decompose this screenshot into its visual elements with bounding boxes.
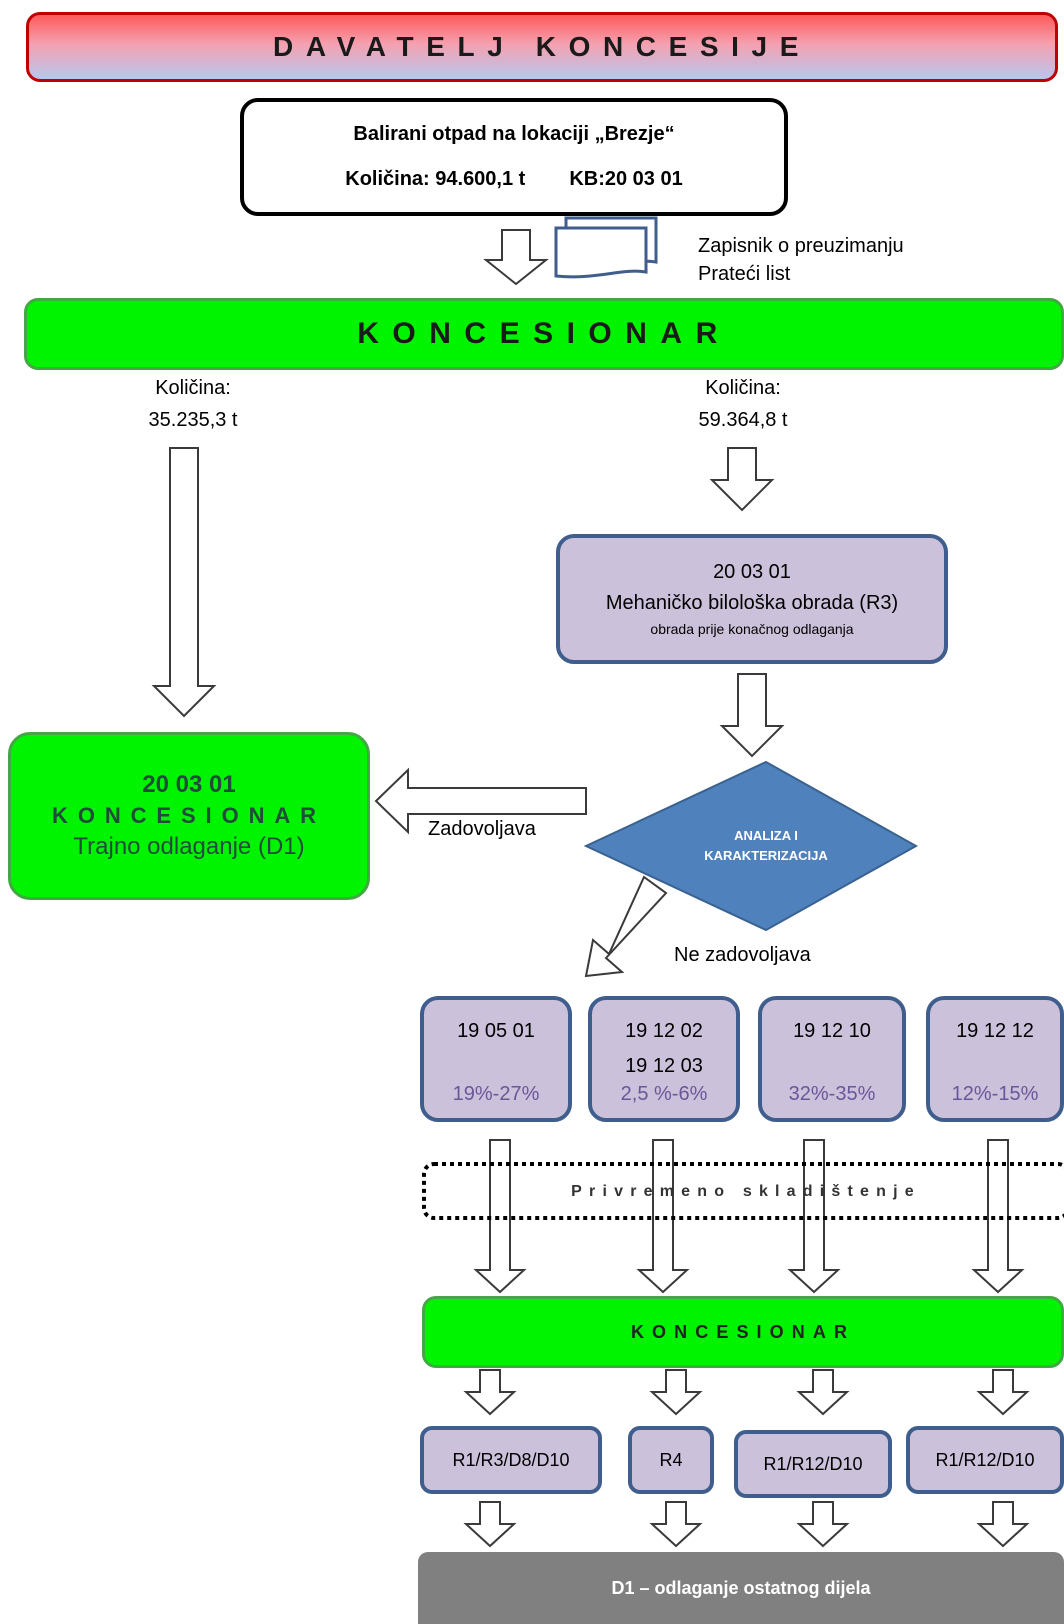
operation-label: R1/R12/D10: [763, 1453, 863, 1474]
source-waste-box: Balirani otpad na lokaciji „Brezje“ Koli…: [240, 98, 788, 216]
fraction-box-3: 19 12 10 32%-35%: [758, 996, 906, 1122]
operation-box-4: R1/R12/D10: [906, 1426, 1064, 1494]
fraction-code: 19 05 01: [457, 1020, 535, 1042]
mbt-code: 20 03 01: [713, 561, 791, 583]
document-icon: [554, 216, 658, 279]
concessionaire-bar-2: KONCESIONAR: [422, 1296, 1064, 1368]
fraction-share: 32%-35%: [788, 1083, 876, 1105]
source-waste-code: KB:20 03 01: [569, 168, 683, 190]
mbt-title: Mehaničko bilološka obrada (R3): [605, 592, 899, 614]
grantor-header: DAVATELJ KONCESIJE: [26, 12, 1058, 82]
fraction-code: 19 12 10: [793, 1020, 871, 1042]
down-arrow-fraction-3: [787, 1139, 841, 1294]
documents-label: Zapisnik o preuzimanju Prateći list: [698, 232, 904, 288]
down-arrow-source: [483, 229, 549, 286]
left-branch-value: 35.235,3 t: [148, 409, 238, 431]
left-branch-quantity: Količina: 35.235,3 t: [118, 372, 268, 436]
fraction-share: 19%-27%: [452, 1083, 540, 1105]
down-arrow-final-1: [463, 1501, 517, 1548]
mbt-treatment-box: 20 03 01 Mehaničko bilološka obrada (R3)…: [556, 534, 948, 664]
down-arrow-op-1: [463, 1369, 517, 1416]
operation-box-2: R4: [628, 1426, 714, 1494]
source-waste-quantity: Količina: 94.600,1 t: [345, 168, 526, 190]
down-arrow-op-4: [976, 1369, 1030, 1416]
fraction-code-secondary: 19 12 03: [625, 1055, 703, 1077]
down-arrow-final-2: [649, 1501, 703, 1548]
down-arrow-op-2: [649, 1369, 703, 1416]
permanent-disposal-box: 20 03 01 KONCESIONAR Trajno odlaganje (D…: [8, 732, 370, 900]
temporary-storage-frame: [422, 1162, 1064, 1220]
fraction-box-4: 19 12 12 12%-15%: [926, 996, 1064, 1122]
grantor-title: DAVATELJ KONCESIJE: [273, 31, 811, 62]
concessionaire-title: KONCESIONAR: [357, 317, 731, 350]
operation-label: R1/R12/D10: [935, 1449, 1035, 1470]
left-arrow-satisfies: [374, 767, 587, 835]
right-branch-label: Količina:: [705, 377, 781, 399]
temporary-storage-text: Privremeno skladištenje: [571, 1183, 921, 1200]
source-waste-location: Balirani otpad na lokaciji „Brezje“: [353, 123, 675, 145]
down-arrow-op-3: [796, 1369, 850, 1416]
left-branch-label: Količina:: [155, 377, 231, 399]
document-accompanying-sheet: Prateći list: [698, 263, 791, 285]
down-arrow-mbt: [719, 673, 785, 758]
disposal-owner: KONCESIONAR: [52, 803, 326, 828]
right-branch-value: 59.364,8 t: [698, 409, 788, 431]
document-handover-record: Zapisnik o preuzimanju: [698, 235, 904, 257]
down-arrow-fraction-4: [971, 1139, 1025, 1294]
down-arrow-final-3: [796, 1501, 850, 1548]
analysis-decision-diamond: [583, 760, 919, 932]
down-arrow-fraction-1: [473, 1139, 527, 1294]
final-disposal-bar: D1 – odlaganje ostatnog dijela: [418, 1552, 1064, 1624]
operation-box-3: R1/R12/D10: [734, 1430, 892, 1498]
not-satisfies-label: Ne zadovoljava: [674, 944, 811, 966]
fraction-share: 2,5 %-6%: [620, 1083, 708, 1105]
operation-label: R4: [659, 1449, 683, 1470]
disposal-action: Trajno odlaganje (D1): [73, 833, 305, 860]
right-branch-quantity: Količina: 59.364,8 t: [668, 372, 818, 436]
fraction-box-2: 19 12 02 19 12 03 2,5 %-6%: [588, 996, 740, 1122]
final-disposal-label: D1 – odlaganje ostatnog dijela: [611, 1577, 871, 1598]
concessionaire-bar: KONCESIONAR: [24, 298, 1064, 370]
down-arrow-final-4: [976, 1501, 1030, 1548]
down-arrow-left-branch: [151, 447, 217, 718]
fraction-code: 19 12 02: [625, 1020, 703, 1042]
down-arrow-fraction-2: [636, 1139, 690, 1294]
disposal-code: 20 03 01: [142, 771, 236, 798]
decision-line1: ANALIZA I: [734, 828, 798, 843]
satisfies-label: Zadovoljava: [428, 818, 536, 840]
fraction-box-1: 19 05 01 19%-27%: [420, 996, 572, 1122]
temporary-storage-label: Privremeno skladištenje: [424, 1170, 1064, 1214]
down-arrow-right-branch: [709, 447, 775, 512]
fraction-code: 19 12 12: [956, 1020, 1034, 1042]
decision-text: ANALIZA I KARAKTERIZACIJA: [626, 822, 906, 870]
mbt-subtitle: obrada prije konačnog odlaganja: [650, 621, 854, 637]
operation-box-1: R1/R3/D8/D10: [420, 1426, 602, 1494]
fraction-share: 12%-15%: [951, 1083, 1039, 1105]
diagonal-arrow-not-satisfies: [584, 875, 668, 978]
operation-label: R1/R3/D8/D10: [452, 1449, 570, 1470]
concessionaire-title-2: KONCESIONAR: [630, 1321, 856, 1342]
decision-line2: KARAKTERIZACIJA: [704, 848, 828, 863]
